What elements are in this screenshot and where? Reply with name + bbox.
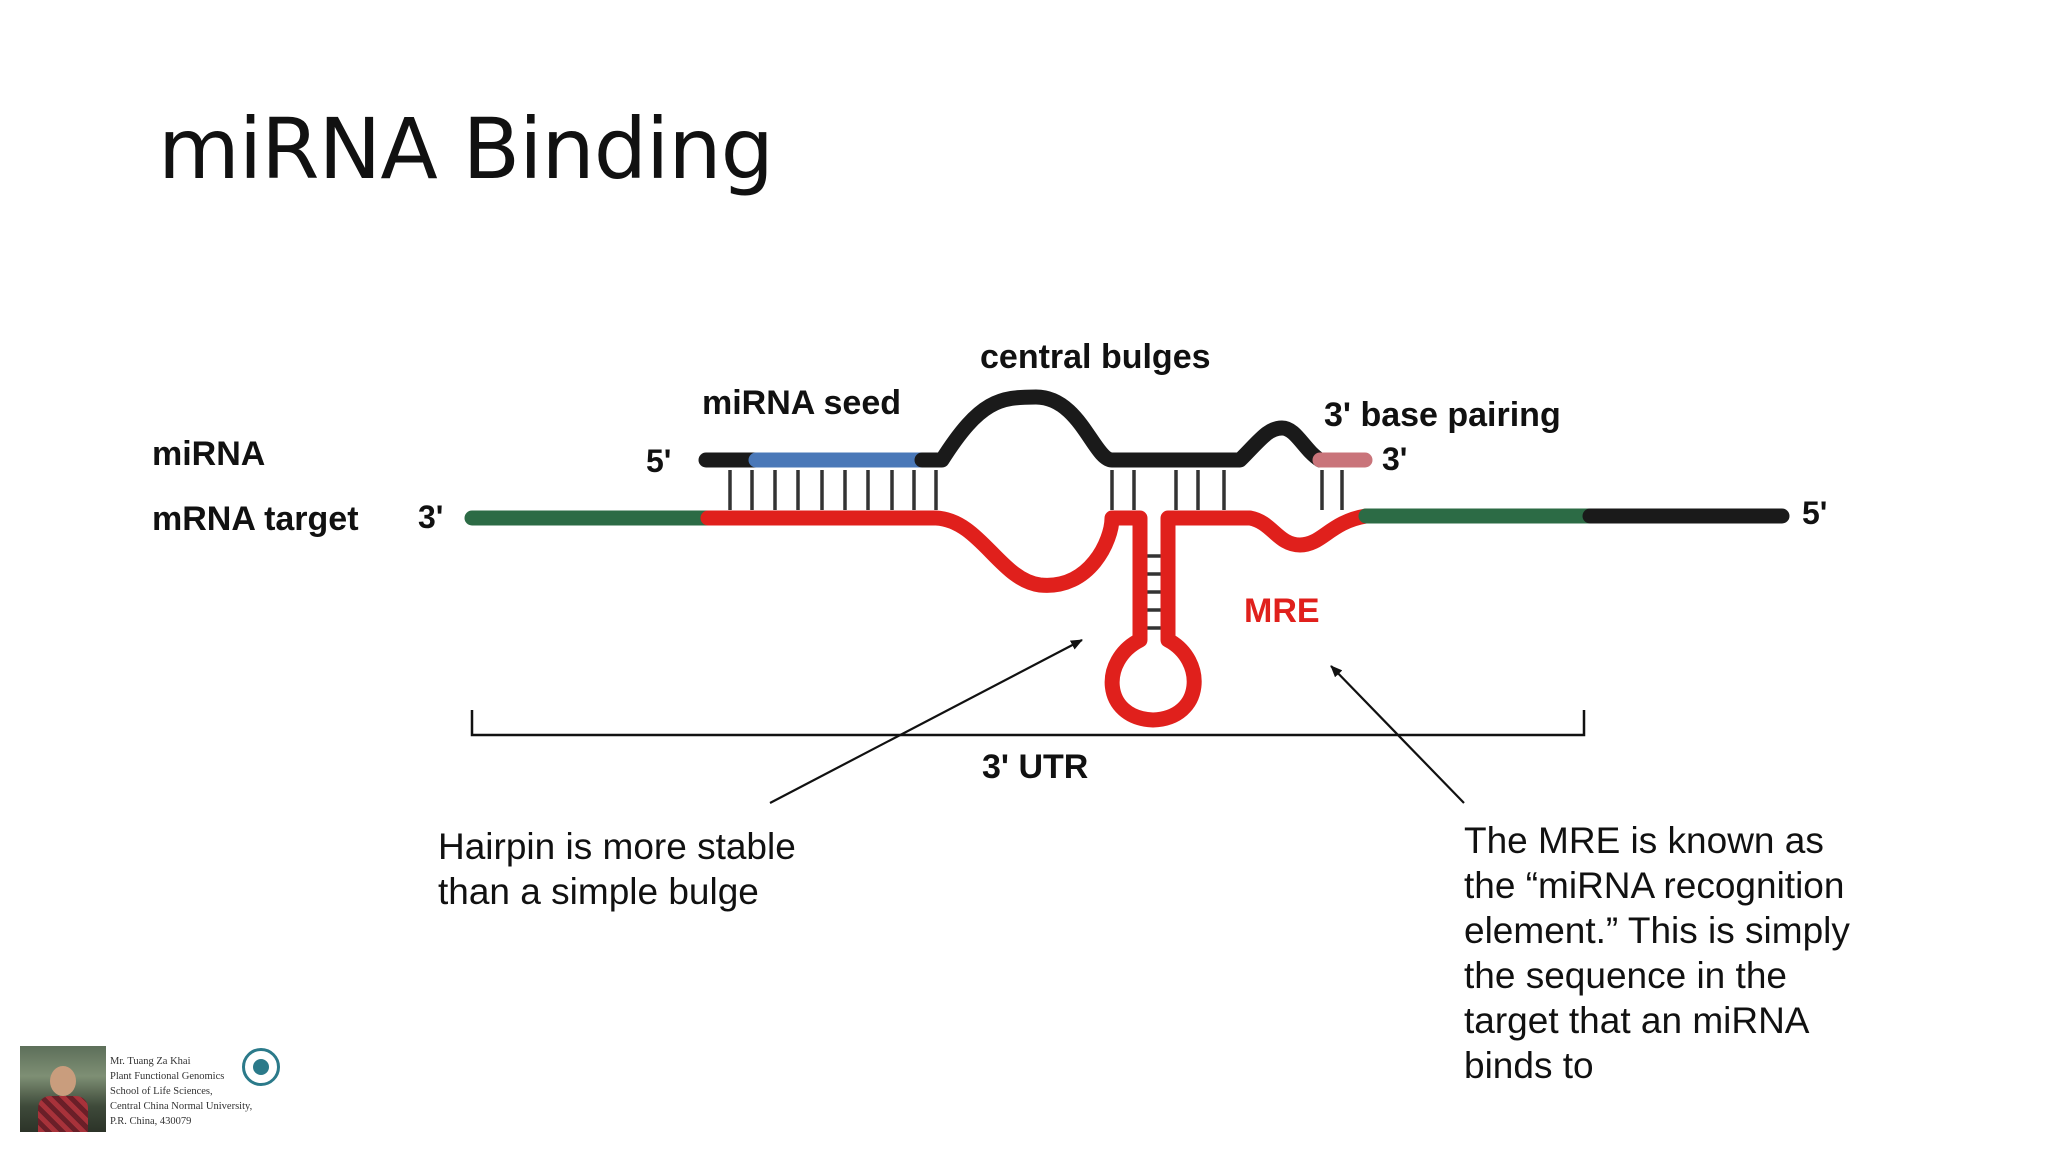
university-seal-icon — [242, 1048, 280, 1086]
utr-bracket — [470, 710, 1586, 737]
author-credit: Mr. Tuang Za Khai Plant Functional Genom… — [110, 1054, 290, 1129]
mre-region — [700, 508, 1374, 728]
central-bulges-label: central bulges — [980, 338, 1211, 376]
credit-line: School of Life Sciences, — [110, 1086, 213, 1097]
mrna-target-label: mRNA target — [152, 500, 359, 538]
utr-label: 3' UTR — [982, 748, 1088, 786]
mirna-central-segment — [914, 389, 1328, 468]
author-footer: Mr. Tuang Za Khai Plant Functional Genom… — [20, 1046, 290, 1136]
mrna-target-strand — [464, 508, 1790, 728]
mre-arrow — [1330, 665, 1465, 804]
slide-title: miRNA Binding — [158, 100, 774, 198]
mrna-3prime-label: 3' — [418, 499, 443, 535]
credit-line: Mr. Tuang Za Khai — [110, 1056, 191, 1067]
author-photo — [20, 1046, 106, 1132]
hairpin-arrow — [769, 639, 1083, 804]
three-prime-base-pairing-label: 3' base pairing — [1324, 396, 1561, 434]
base-pair-ticks — [728, 470, 1344, 510]
credit-line: Central China Normal University, — [110, 1101, 253, 1112]
credit-line: Plant Functional Genomics — [110, 1071, 225, 1082]
mirna-label: miRNA — [152, 435, 265, 473]
credit-line: P.R. China, 430079 — [110, 1116, 192, 1127]
hairpin-note: Hairpin is more stable than a simple bul… — [438, 826, 796, 912]
mirna-strand — [698, 389, 1373, 468]
mre-note: The MRE is known as the “miRNA recogniti… — [1464, 820, 1850, 1086]
mirna-5prime-label: 5' — [646, 443, 671, 479]
mrna-5prime-label: 5' — [1802, 495, 1827, 531]
mirna-3prime-label: 3' — [1382, 441, 1407, 477]
mre-label: MRE — [1244, 592, 1320, 630]
mirna-seed-label: miRNA seed — [702, 384, 901, 422]
